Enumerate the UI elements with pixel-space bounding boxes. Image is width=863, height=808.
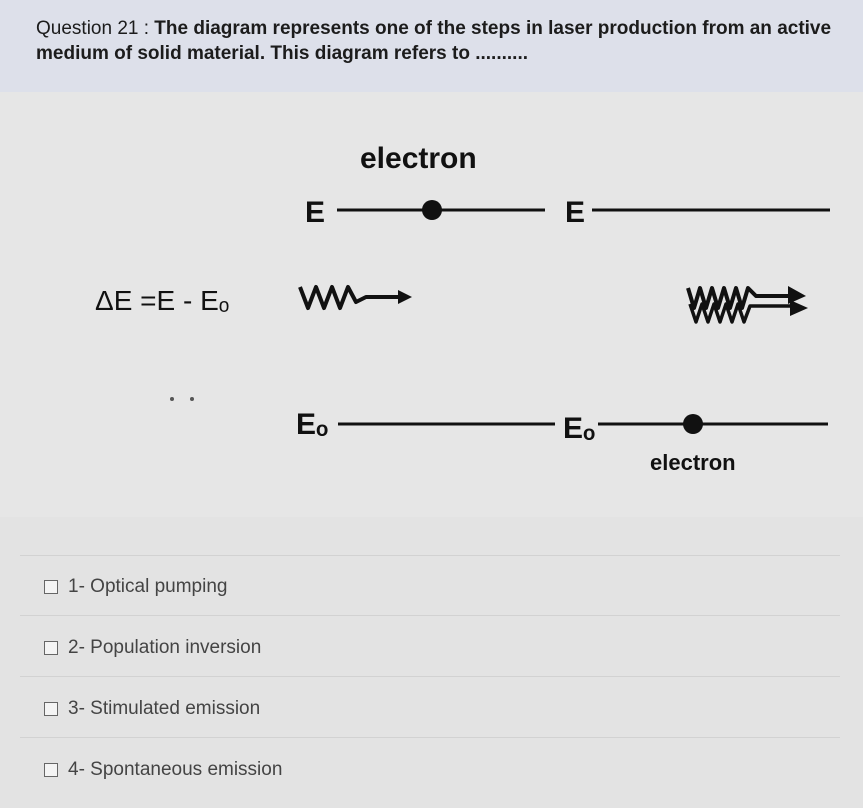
energy-equation: ΔE =E - Eₒ <box>95 285 229 316</box>
emitted-photons-icon <box>686 286 808 324</box>
electron-label-top: electron <box>360 142 477 175</box>
incoming-photon-icon <box>298 285 412 310</box>
checkbox[interactable] <box>44 763 58 777</box>
option-divider <box>20 555 840 556</box>
laser-diagram: electron E E ΔE =E - Eₒ Eₒ Eₒ <box>0 92 863 517</box>
option-label: 3- Stimulated emission <box>68 698 261 719</box>
option-label: 4- Spontaneous emission <box>68 759 283 780</box>
option-spontaneous-emission[interactable]: 4- Spontaneous emission <box>44 758 282 782</box>
question-number: Question 21 : <box>36 18 155 39</box>
electron-label-bottom: electron <box>650 450 736 475</box>
question-text: Question 21 : The diagram represents one… <box>36 16 836 66</box>
question-header: Question 21 : The diagram represents one… <box>0 0 863 92</box>
lower-level-label-right: Eₒ <box>563 412 595 445</box>
upper-level-label-left: E <box>305 196 325 229</box>
answer-options: 1- Optical pumping 2- Population inversi… <box>0 517 863 808</box>
checkbox[interactable] <box>44 702 58 716</box>
option-population-inversion[interactable]: 2- Population inversion <box>44 636 261 660</box>
upper-level-label-right: E <box>565 196 585 229</box>
option-label: 2- Population inversion <box>68 637 262 658</box>
checkbox[interactable] <box>44 580 58 594</box>
question-body: The diagram represents one of the steps … <box>36 18 832 64</box>
option-optical-pumping[interactable]: 1- Optical pumping <box>44 575 227 599</box>
decorative-dot <box>170 397 174 401</box>
option-divider <box>20 615 840 616</box>
electron-dot-lower <box>683 414 703 434</box>
option-stimulated-emission[interactable]: 3- Stimulated emission <box>44 697 260 721</box>
option-divider <box>20 737 840 738</box>
electron-dot-upper <box>422 200 442 220</box>
lower-level-label-left: Eₒ <box>296 408 328 441</box>
option-label: 1- Optical pumping <box>68 576 228 597</box>
decorative-dot <box>190 397 194 401</box>
option-divider <box>20 676 840 677</box>
checkbox[interactable] <box>44 641 58 655</box>
diagram-svg: electron E E ΔE =E - Eₒ Eₒ Eₒ <box>95 142 830 475</box>
